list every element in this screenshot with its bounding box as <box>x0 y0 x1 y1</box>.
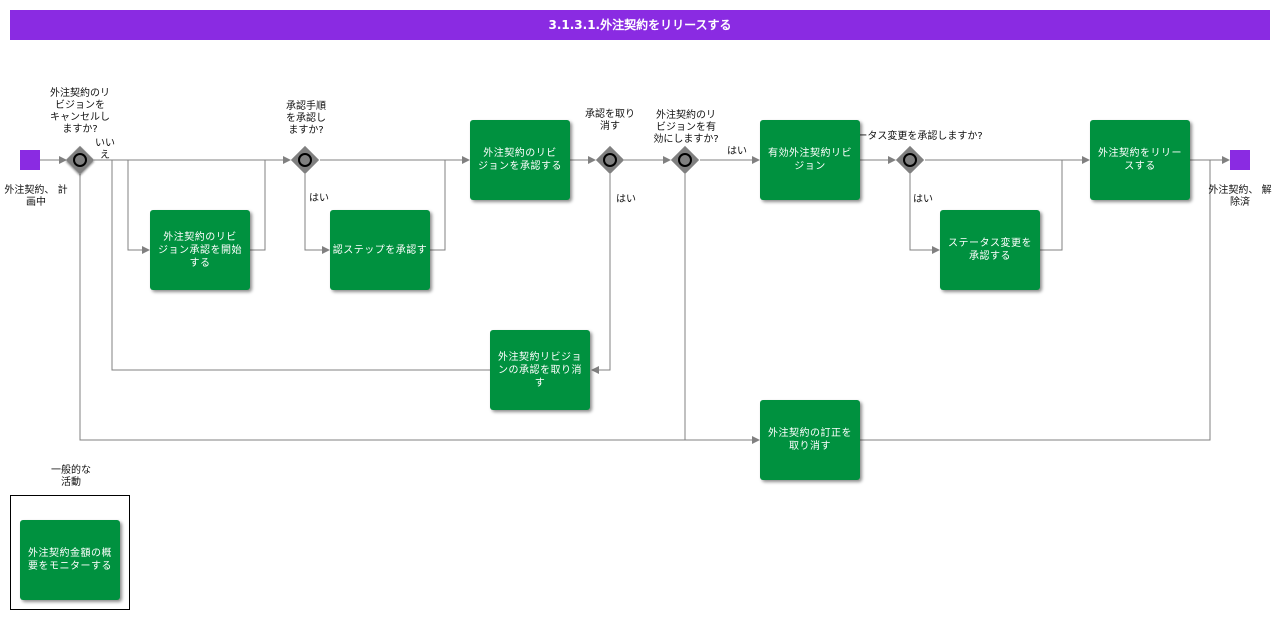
task-cancel-revision-approval[interactable]: 外注契約リビジョ ンの承認を取り消 す <box>490 330 590 410</box>
gateway-activate-revision-question: 外注契約のリ ビジョンを有 効にしますか? <box>653 110 719 145</box>
gateway-cancel-revision-no-label: いい え <box>95 138 115 161</box>
legend-title: 一般的な 活動 <box>51 465 91 488</box>
gateway-approve-status-question: ステータス変更を承認しますか? <box>837 131 983 142</box>
task-start-revision-approval[interactable]: 外注契約のリビ ジョン承認を開始 する <box>150 210 250 290</box>
task-activate-revision[interactable]: 有効外注契約リビ ジョン <box>760 120 860 200</box>
flow-g5-yes-to-approve-status <box>909 174 940 254</box>
gateway-approve-status-yes-label: はい <box>913 194 933 205</box>
legend-task-monitor-amount[interactable]: 外注契約金額の概 要をモニターする <box>20 520 120 600</box>
flow-approve-step-to-approve-revision <box>430 160 446 251</box>
gateway-cancel-approval <box>595 145 625 175</box>
gateway-cancel-approval-question: 承認を取り 消す <box>585 109 635 132</box>
gateway-approve-procedure-question: 承認手順 を承認し ますか? <box>286 101 326 136</box>
start-event[interactable] <box>20 150 40 170</box>
end-event[interactable] <box>1230 150 1250 170</box>
gateway-cancel-revision <box>65 145 95 175</box>
gateway-approve-status <box>895 145 925 175</box>
task-release-contract[interactable]: 外注契約をリリー スする <box>1090 120 1190 200</box>
gateway-cancel-approval-yes-label: はい <box>616 194 636 205</box>
gateway-cancel-revision-question: 外注契約のリ ビジョンを キャンセルし ますか? <box>50 88 110 135</box>
legend-box <box>10 495 130 610</box>
gateway-activate-revision <box>670 145 700 175</box>
flow-cancel-approval-loop <box>111 160 490 371</box>
task-approve-status-change[interactable]: ステータス変更を 承認する <box>940 210 1040 290</box>
flow-cancel-correction-to-end <box>860 160 1211 441</box>
gateway-approve-procedure <box>290 145 320 175</box>
flow-g1-to-cancel-correction <box>79 174 685 441</box>
end-event-label: 外注契約、 解 除済 <box>1208 185 1272 208</box>
gateway-approve-procedure-yes-label: はい <box>309 193 329 204</box>
diagram-title: 3.1.3.1.外注契約をリリースする <box>10 10 1270 40</box>
start-event-label: 外注契約、 計 画中 <box>4 185 68 208</box>
task-cancel-correction[interactable]: 外注契約の訂正を 取り消す <box>760 400 860 480</box>
flow-start-approval-to-g2 <box>250 160 266 251</box>
flow-approve-status-to-release <box>1040 160 1063 251</box>
flow-g1-to-start-approval <box>127 160 150 254</box>
flow-g3-yes-to-cancel-approval <box>591 174 611 374</box>
flow-g4-to-cancel-correction <box>684 174 760 444</box>
gateway-activate-revision-yes-label: はい <box>727 146 747 157</box>
task-approve-approval-step[interactable]: 認ステップを承認す <box>330 210 430 290</box>
flow-g2-yes-to-approve-step <box>304 174 330 254</box>
task-approve-revision[interactable]: 外注契約のリビ ジョンを承認する <box>470 120 570 200</box>
